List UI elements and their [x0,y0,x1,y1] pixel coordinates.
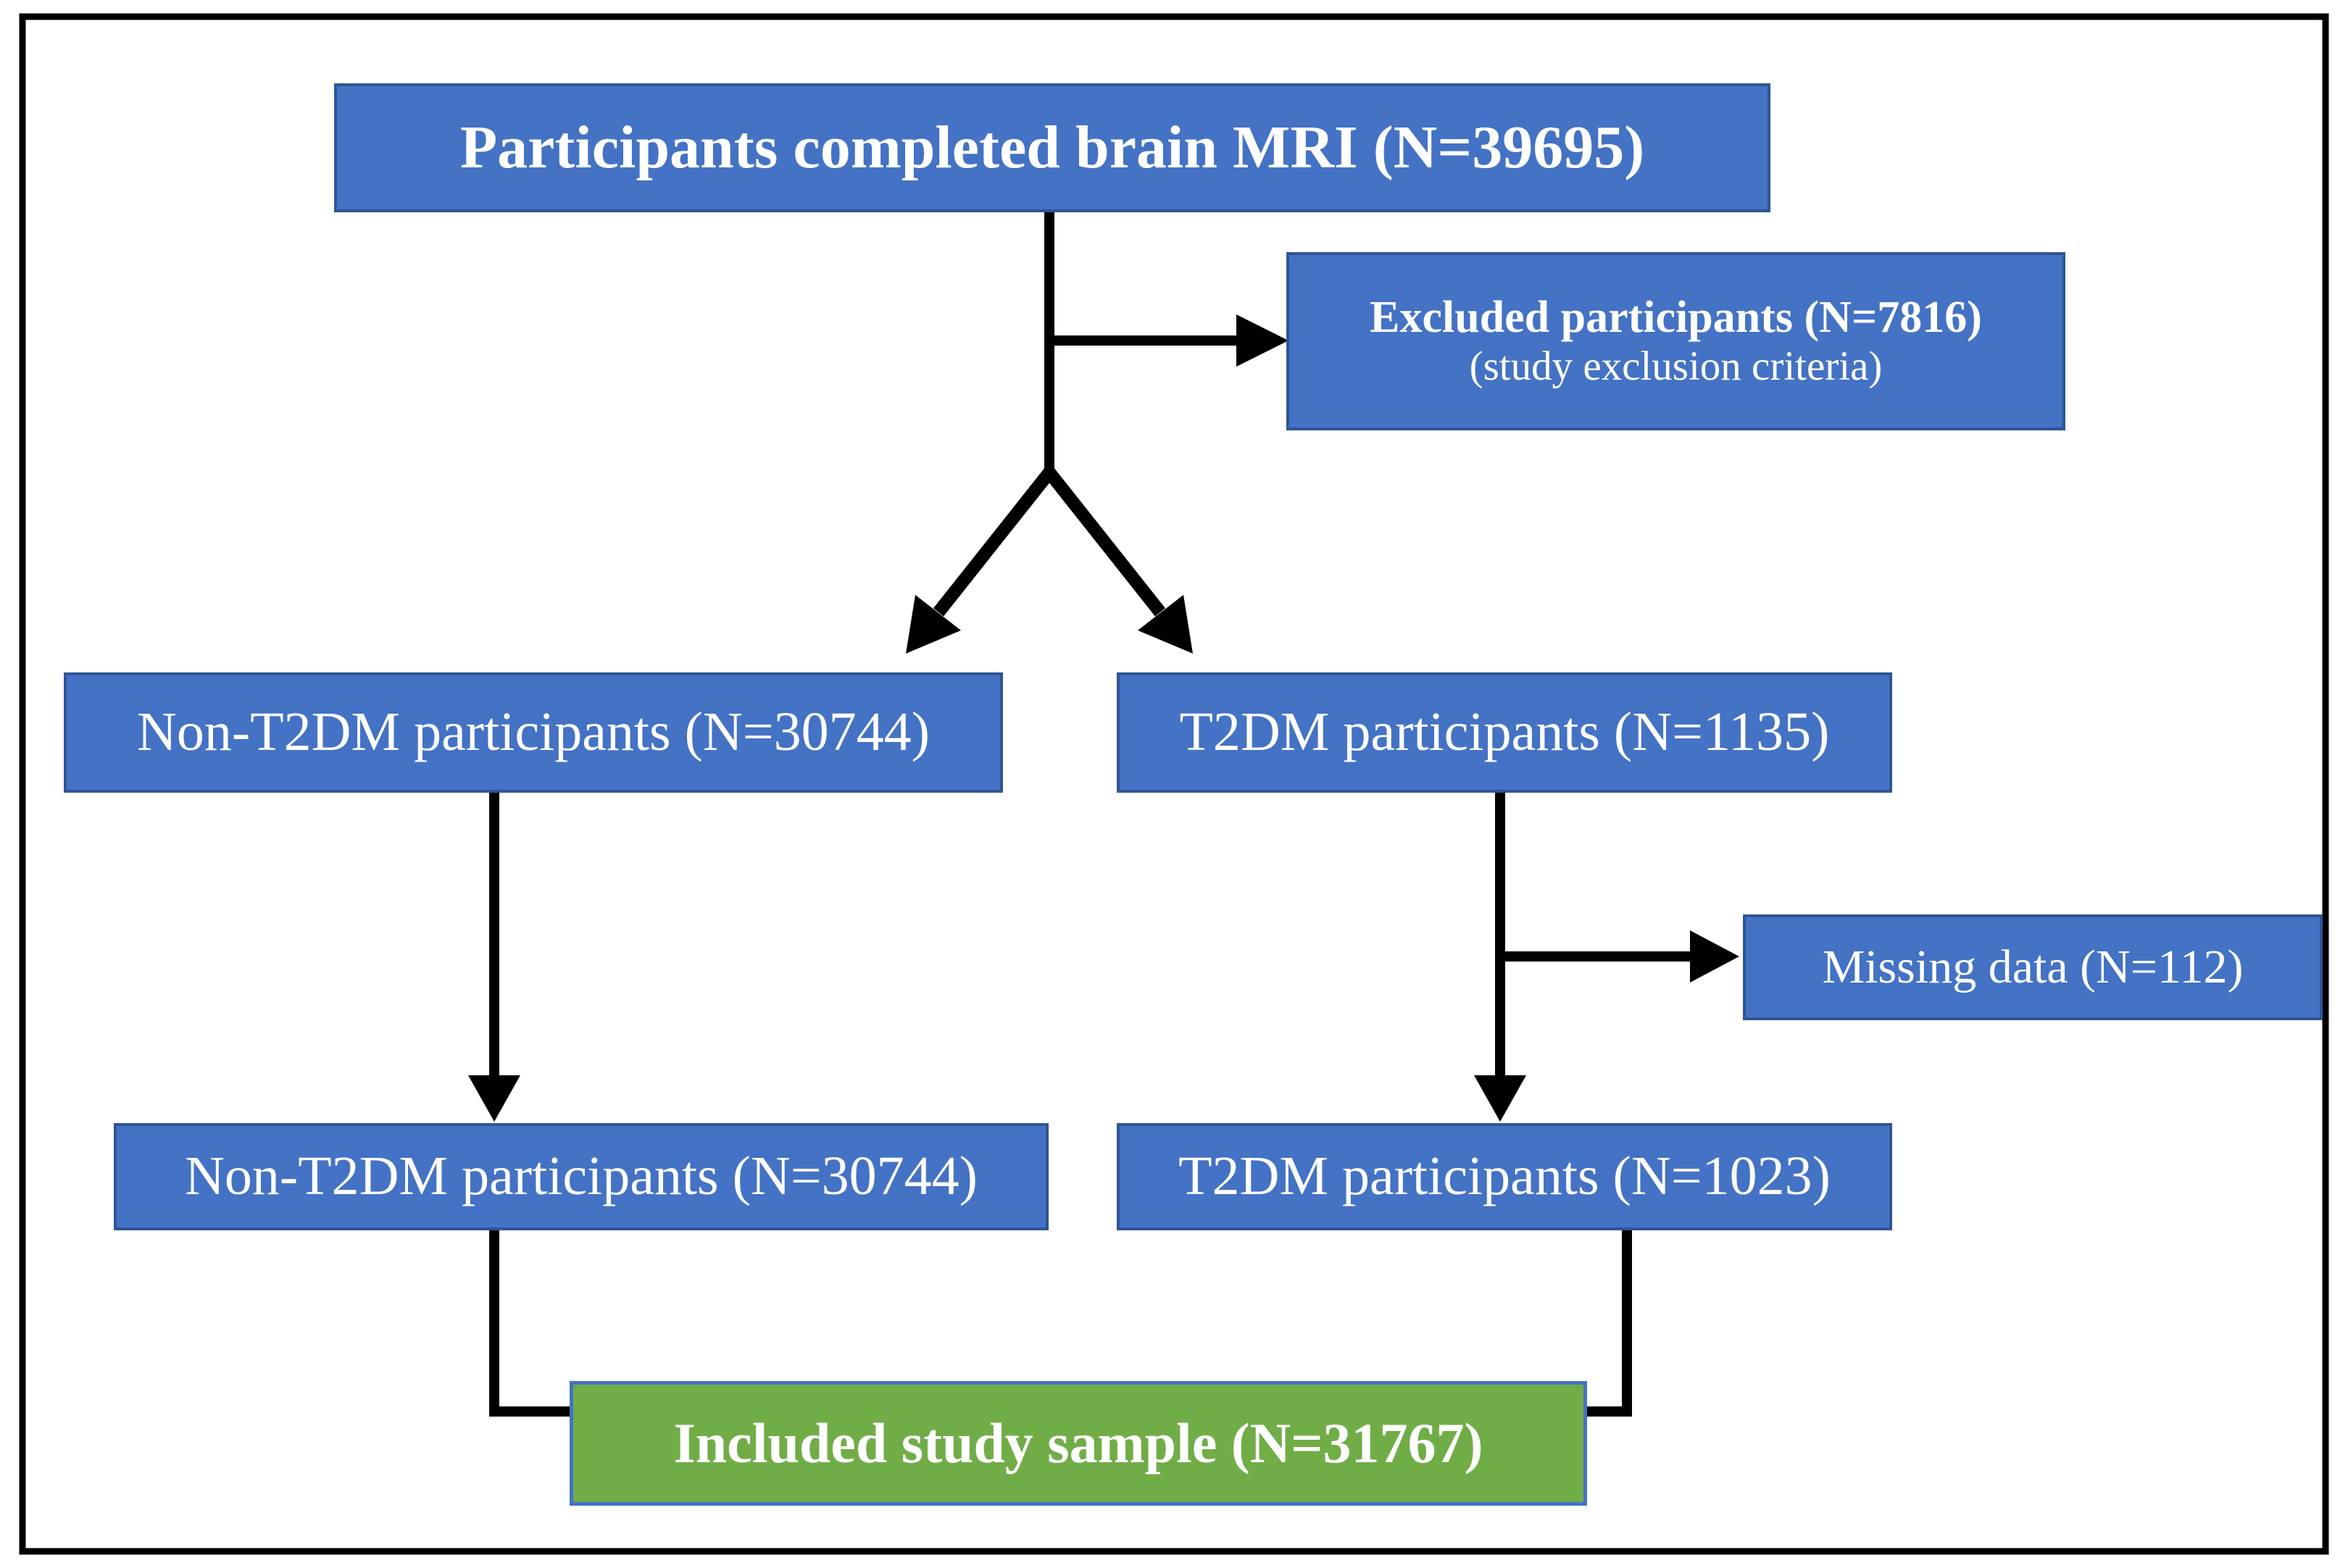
box-included-study-sample-label: Included study sample (N=31767) [673,1411,1483,1475]
box-non-t2dm-initial-label: Non-T2DM participants (N=30744) [137,701,930,763]
arrowhead-excluded [1236,314,1289,367]
box-missing-data-label: Missing data (N=112) [1822,941,2244,994]
arrowhead-nont2dm [468,1075,520,1122]
arrowhead-split-right [1138,595,1193,654]
box-participants-completed-mri-label: Participants completed brain MRI (N=3969… [459,113,1645,181]
box-non-t2dm-final: Non-T2DM participants (N=30744) [114,1123,1049,1230]
box-missing-data: Missing data (N=112) [1743,914,2323,1020]
connector-t2dm-to-included [1586,1228,1632,1417]
box-excluded-participants-line2: (study exclusion criteria) [1469,343,1883,389]
arrowhead-missing [1690,930,1739,983]
box-excluded-participants: Excluded participants (N=7816) (study ex… [1286,252,2065,430]
box-non-t2dm-final-label: Non-T2DM participants (N=30744) [185,1146,978,1207]
box-t2dm-initial: T2DM participants (N=1135) [1117,672,1892,793]
box-participants-completed-mri: Participants completed brain MRI (N=3969… [334,83,1770,212]
connector-split-left [933,468,1055,617]
box-t2dm-initial-label: T2DM participants (N=1135) [1179,701,1830,763]
box-excluded-participants-line1: Excluded participants (N=7816) [1370,293,1982,343]
connector-nont2dm-to-included [489,1228,573,1417]
connector-split-right [1044,468,1166,617]
box-t2dm-final-label: T2DM participants (N=1023) [1178,1146,1831,1207]
box-non-t2dm-initial: Non-T2DM participants (N=30744) [64,672,1003,793]
figure-frame [19,13,2329,1555]
arrowhead-split-left [906,595,961,654]
box-included-study-sample: Included study sample (N=31767) [570,1381,1587,1506]
arrowhead-t2dm [1474,1075,1526,1122]
box-t2dm-final: T2DM participants (N=1023) [1117,1123,1892,1230]
